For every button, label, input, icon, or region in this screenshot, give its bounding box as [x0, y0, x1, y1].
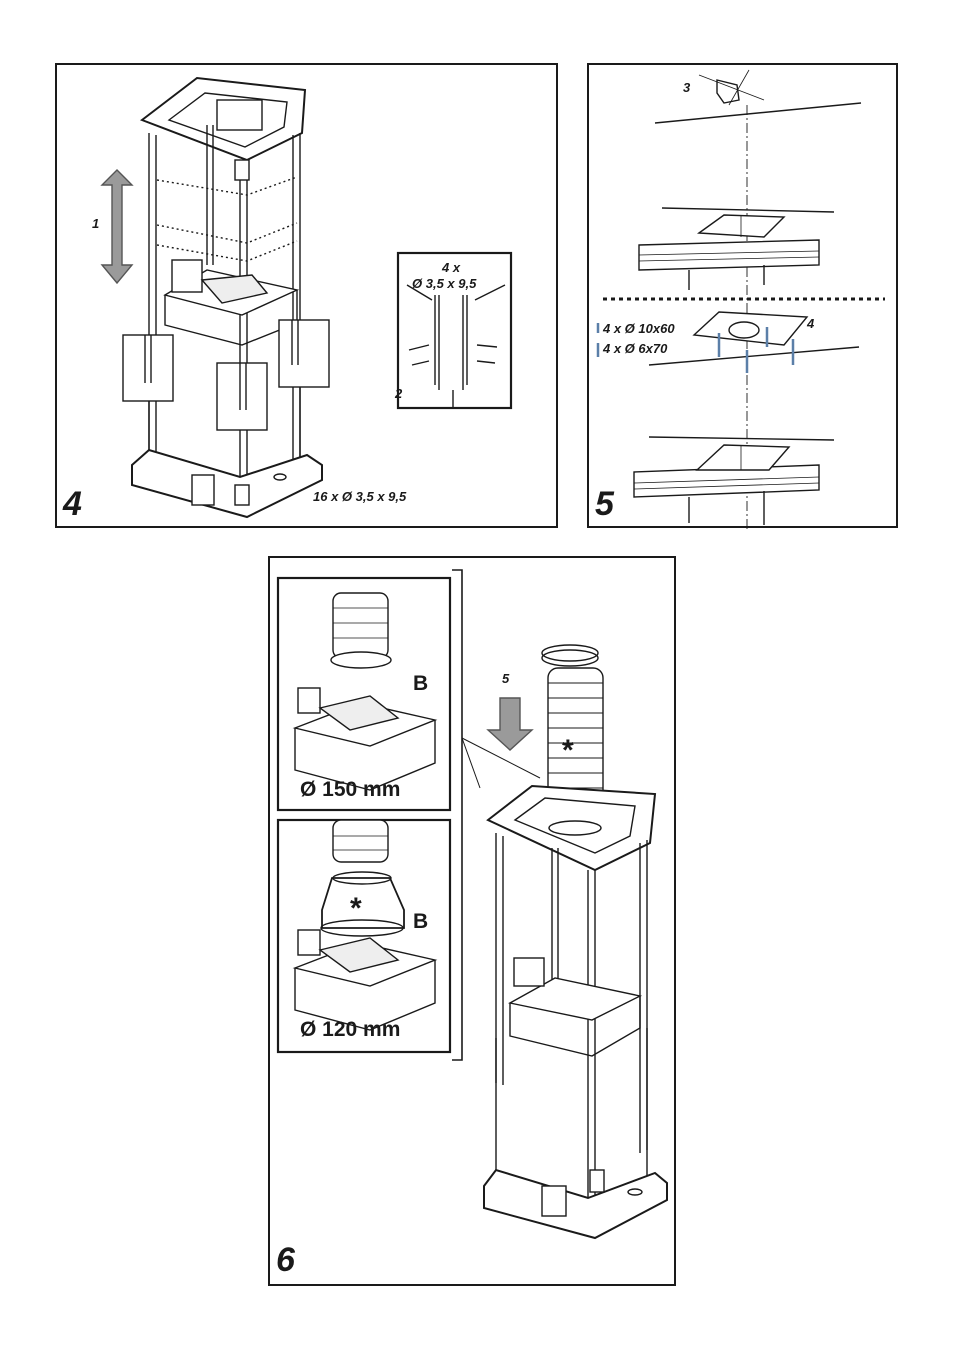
hood-frame-drawing	[100, 76, 513, 519]
inset-screw-count: 4 x	[442, 260, 461, 275]
panel-6: 5 * B Ø 150 mm * B Ø 120 mm 6	[268, 556, 676, 1286]
panel-4-number: 4	[63, 485, 82, 523]
inset-top-diameter: Ø 150 mm	[300, 778, 401, 801]
wall-plug-label: 4 x Ø 10x60	[603, 321, 675, 336]
screws-total-label: 16 x Ø 3,5 x 9,5	[313, 489, 407, 504]
panel-5: 3 4 4 x Ø 10x60 4 x Ø 6x70 5	[587, 63, 898, 530]
fixing-screw-label: 4 x Ø 6x70	[603, 341, 668, 356]
panel-6-number: 6	[276, 1241, 295, 1279]
step-4-label: 4	[807, 316, 815, 331]
step-1-label: 1	[92, 216, 100, 231]
panel-4: 1 4 x Ø 3,5 x 9,5 2 16 x Ø 3,5 x 9,5 4	[55, 63, 558, 528]
inset-bottom-b-label: B	[413, 910, 429, 933]
panel-5-number: 5	[595, 485, 614, 523]
step-3-label: 3	[683, 80, 691, 95]
inset-screw-size: Ø 3,5 x 9,5	[412, 276, 477, 291]
duct-connection-drawing	[276, 569, 668, 1240]
step-5-label: 5	[502, 671, 510, 686]
duct-star-marker: *	[562, 734, 574, 767]
ceiling-fixing-drawing	[596, 69, 885, 530]
inset-bottom-diameter: Ø 120 mm	[300, 1018, 401, 1041]
inset-top-b-label: B	[413, 672, 429, 695]
step-2-label: 2	[395, 386, 403, 401]
reducer-star-marker: *	[350, 892, 362, 925]
